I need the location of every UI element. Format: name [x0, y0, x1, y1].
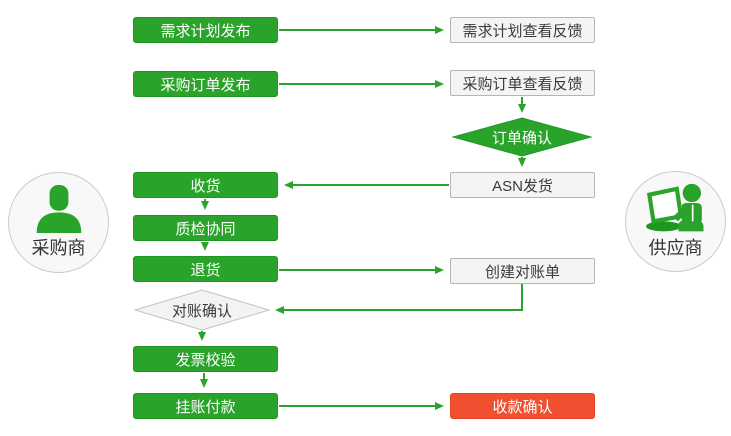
- node-label: ASN发货: [492, 177, 553, 195]
- node-label: 挂账付款: [175, 398, 236, 416]
- node-label: 质检协同: [175, 220, 236, 238]
- edge-statement-to-reconciliation: [275, 284, 523, 314]
- node-order-confirm: 订单确认: [452, 117, 592, 157]
- node-demand-plan-publish: 需求计划发布: [133, 17, 278, 43]
- node-label: 对账确认: [171, 302, 232, 320]
- node-label: 订单确认: [491, 129, 552, 147]
- node-label: 收款确认: [492, 398, 553, 416]
- supplier-actor: 供应商: [625, 171, 726, 272]
- node-purchase-order-publish: 采购订单发布: [133, 71, 278, 97]
- node-receive-goods: 收货: [133, 172, 278, 198]
- person-icon: [36, 185, 81, 233]
- node-quality-inspection: 质检协同: [133, 215, 278, 241]
- node-label: 采购订单查看反馈: [462, 75, 583, 93]
- node-demand-plan-feedback: 需求计划查看反馈: [450, 17, 595, 43]
- node-payment-confirm: 收款确认: [450, 393, 595, 419]
- buyer-actor: 采购商: [8, 172, 109, 273]
- diamond-shape: [134, 289, 270, 331]
- supplier-label: 供应商: [648, 238, 703, 258]
- node-asn-shipment: ASN发货: [450, 172, 595, 198]
- node-label: 创建对账单: [484, 263, 560, 281]
- node-purchase-order-feedback: 采购订单查看反馈: [450, 70, 595, 96]
- node-label: 收货: [190, 177, 221, 195]
- person-laptop-icon: [645, 183, 703, 232]
- node-reconciliation-confirm: 对账确认: [134, 289, 270, 331]
- node-label: 退货: [190, 261, 221, 279]
- diamond-shape: [452, 117, 592, 157]
- node-label: 发票校验: [175, 351, 236, 369]
- node-invoice-verification: 发票校验: [133, 346, 278, 372]
- node-label: 采购订单发布: [160, 76, 251, 94]
- node-create-statement: 创建对账单: [450, 258, 595, 284]
- node-label: 需求计划查看反馈: [462, 22, 583, 40]
- buyer-label: 采购商: [31, 238, 86, 258]
- node-label: 需求计划发布: [160, 22, 251, 40]
- node-account-payment: 挂账付款: [133, 393, 278, 419]
- node-return-goods: 退货: [133, 256, 278, 282]
